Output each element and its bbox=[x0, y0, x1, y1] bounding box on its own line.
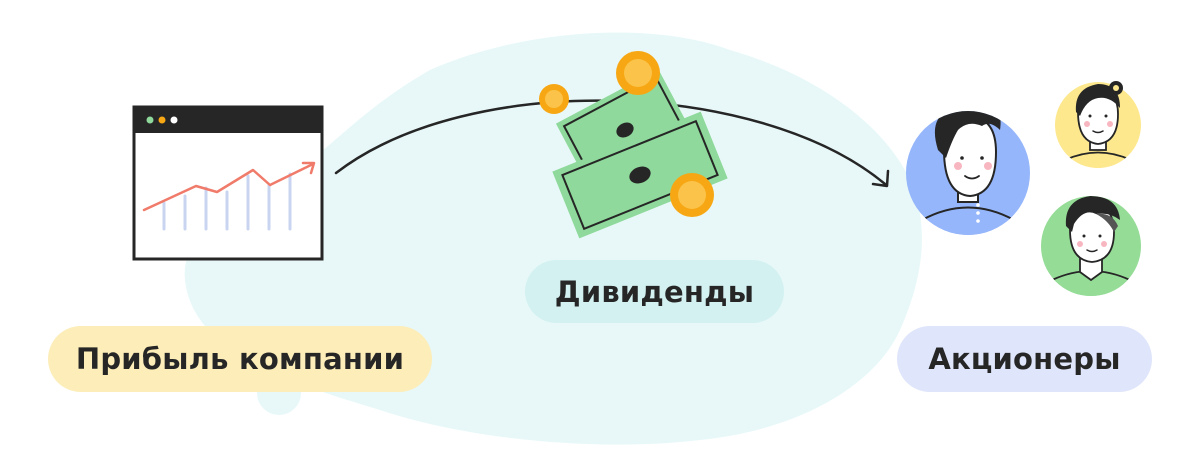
profit-chart-window-icon bbox=[132, 105, 324, 261]
shareholder-man-icon bbox=[906, 111, 1030, 235]
dividends-label-text: Дивиденды bbox=[554, 274, 755, 309]
profit-label: Прибыль компании bbox=[48, 326, 432, 392]
coin-icon bbox=[539, 51, 714, 217]
dividends-label: Дивиденды bbox=[525, 260, 784, 323]
banknote-icon bbox=[552, 69, 728, 239]
shareholders-label-text: Акционеры bbox=[928, 342, 1121, 376]
shareholders-label: Акционеры bbox=[897, 326, 1152, 392]
shareholder-woman-icon bbox=[1055, 81, 1141, 168]
profit-label-text: Прибыль компании bbox=[75, 342, 405, 376]
shareholder-young-man-icon bbox=[1041, 196, 1141, 296]
